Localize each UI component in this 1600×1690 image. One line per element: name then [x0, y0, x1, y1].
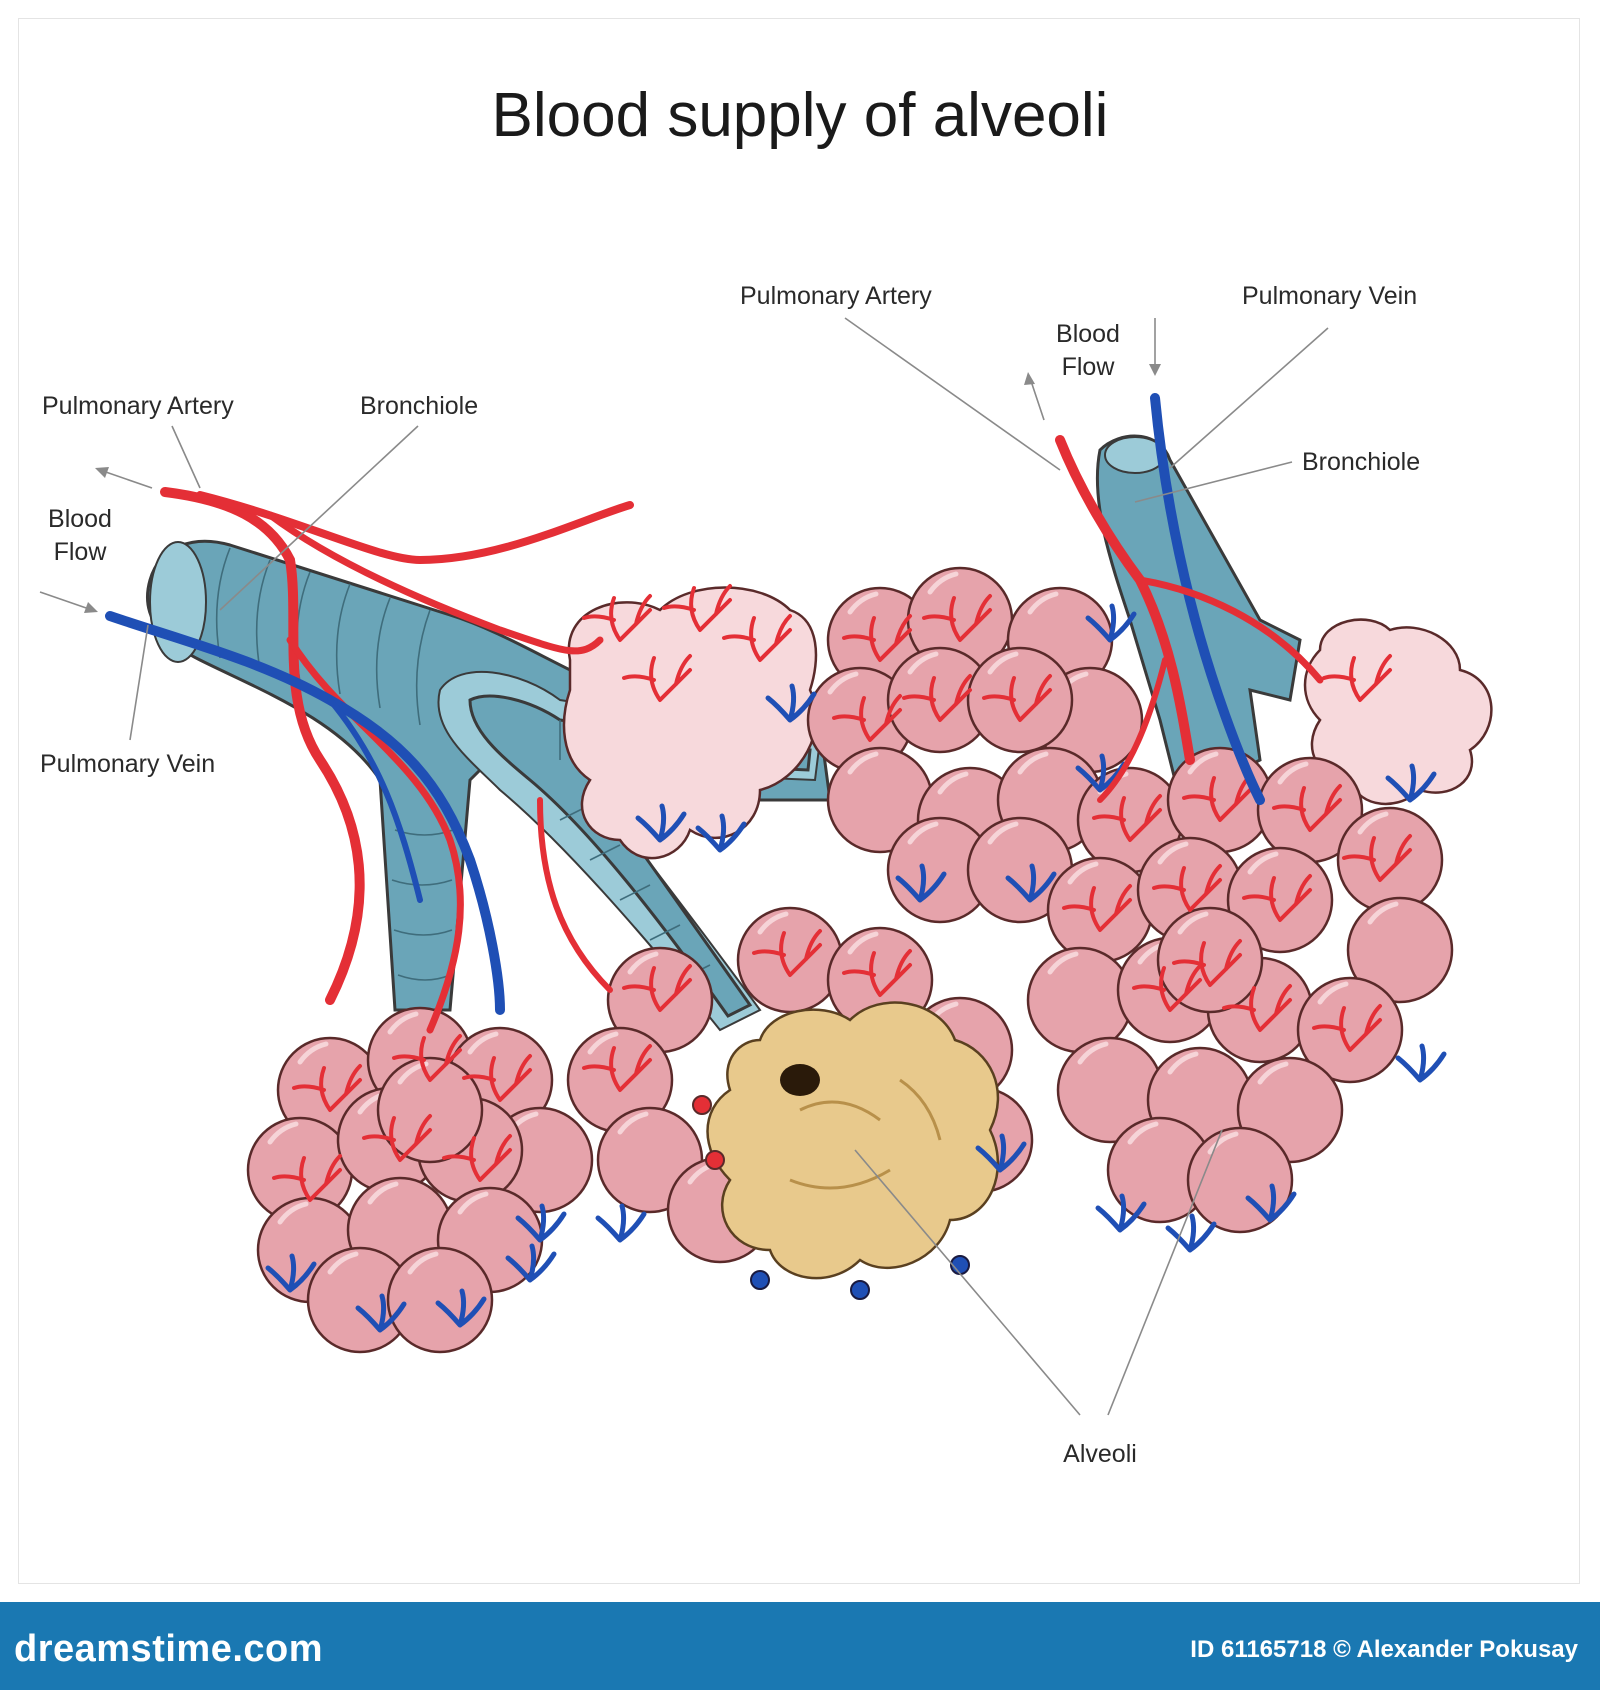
right-pulmonary-artery-vessel — [1055, 435, 1324, 803]
leader-left-pulmonary-artery — [171, 425, 201, 489]
label-right-blood-flow-line1: Blood — [1056, 320, 1120, 348]
left-pulmonary-vein-vessel — [105, 611, 505, 1015]
label-right-pulmonary-vein: Pulmonary Vein — [1242, 282, 1417, 310]
label-left-blood-flow-line1: Blood — [48, 505, 112, 533]
alveoli-diagram: Blood supply of alveoli — [39, 81, 1493, 1468]
label-right-bronchiole: Bronchiole — [1302, 448, 1420, 476]
left-blood-flow-out-arrow — [95, 467, 153, 489]
leader-right-bronchiole — [1134, 461, 1293, 503]
leader-alveoli-cross-section — [854, 1149, 1081, 1416]
footer-brand[interactable]: dreamstime.com — [14, 1628, 324, 1670]
right-blood-flow-out-arrow — [1024, 372, 1045, 421]
leader-right-pulmonary-vein — [1169, 327, 1329, 469]
label-left-bronchiole: Bronchiole — [360, 392, 478, 420]
leader-left-bronchiole — [219, 425, 419, 611]
label-right-pulmonary-artery: Pulmonary Artery — [740, 282, 932, 310]
label-left-pulmonary-vein: Pulmonary Vein — [40, 750, 215, 778]
leader-right-pulmonary-artery — [844, 317, 1061, 471]
leader-left-pulmonary-vein — [129, 624, 149, 741]
alveoli-cluster-top-middle-pale — [562, 586, 818, 860]
footer-bar: dreamstime.com ID 61165718 © Alexander P… — [0, 1602, 1600, 1690]
label-alveoli: Alveoli — [1063, 1440, 1137, 1468]
leader-alveoli-cluster — [1107, 1129, 1223, 1416]
frame-border — [18, 18, 1580, 1584]
right-blood-flow-in-arrow — [1149, 318, 1161, 376]
left-blood-flow-in-arrow — [39, 591, 98, 613]
label-right-blood-flow-line2: Flow — [1062, 353, 1116, 381]
label-left-blood-flow-line2: Flow — [54, 538, 108, 566]
alveoli-cluster-right-large — [1028, 748, 1452, 1232]
right-pulmonary-vein-vessel — [1150, 393, 1265, 805]
diagram-title: Blood supply of alveoli — [492, 81, 1109, 150]
footer-credit: ID 61165718 © Alexander Pokusay — [1190, 1636, 1578, 1663]
alveolus-cross-section — [692, 1001, 1000, 1300]
label-left-pulmonary-artery: Pulmonary Artery — [42, 392, 234, 420]
